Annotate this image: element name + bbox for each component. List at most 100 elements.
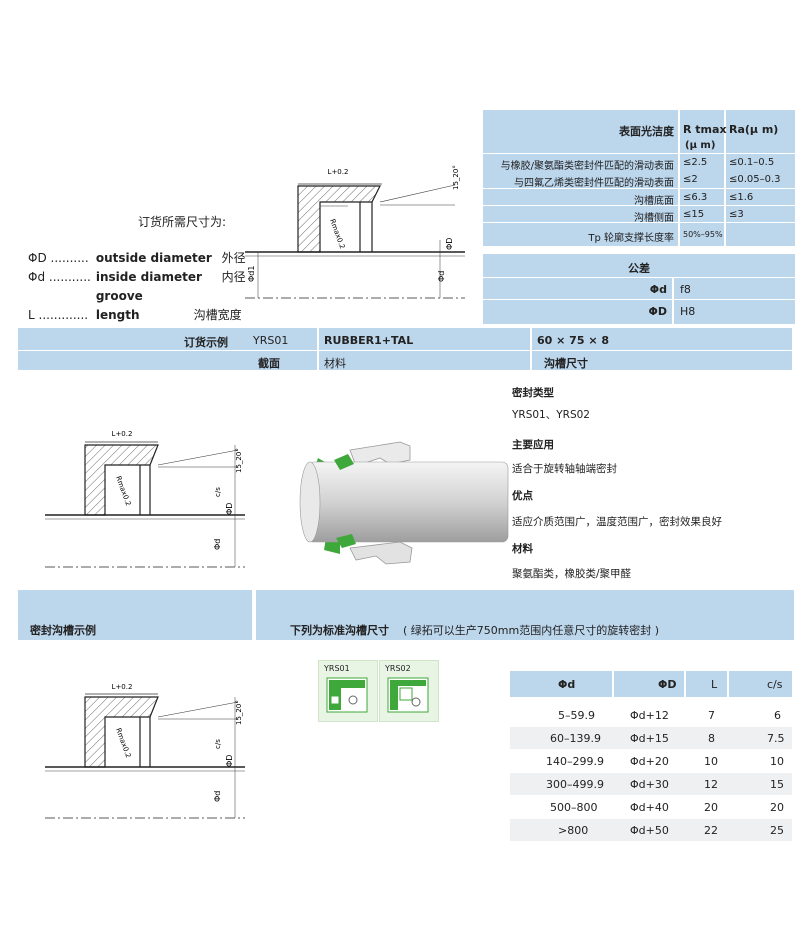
- order-title: 订货所需尺寸为:: [138, 215, 227, 229]
- dim-angle-label: 15_20°: [235, 448, 243, 473]
- cell-cs: 15: [770, 778, 784, 791]
- cell-d: 140–299.9: [546, 755, 604, 768]
- order-row-inside: Φd ........... inside diameter 内径: [28, 268, 246, 287]
- groove-bar-right: [256, 590, 794, 640]
- cell-d: 300–499.9: [546, 778, 604, 791]
- dim-D-label: ΦD: [445, 238, 454, 250]
- surface-header-rt: R tmax: [683, 123, 727, 136]
- dims-header-L: L: [711, 678, 718, 691]
- cell-D: Φd+40: [630, 801, 669, 814]
- table-row: >800 Φd+50 22 25: [510, 819, 792, 841]
- dim-radius-label: Rmax0.2: [114, 727, 132, 759]
- order-list: ΦD .......... outside diameter 外径 Φd ...…: [28, 249, 246, 325]
- dim-angle-label: 15_20°: [235, 700, 243, 725]
- cell-D: Φd+15: [630, 732, 669, 745]
- cell-L: 20: [704, 801, 718, 814]
- cell-cs: 25: [770, 824, 784, 837]
- cell-D: Φd+12: [630, 709, 669, 722]
- cell-cs: 6: [774, 709, 781, 722]
- order-sym: Φd ...........: [28, 270, 91, 284]
- cell-L: 22: [704, 824, 718, 837]
- table-row: 5–59.9 Φd+12 7 6: [510, 704, 792, 726]
- table-row: 140–299.9 Φd+20 10 10: [510, 750, 792, 772]
- order-row-groove: L ............. groove length 沟槽宽度: [28, 287, 246, 325]
- advantage-title: 优点: [512, 490, 533, 502]
- tolerance-title: 公差: [628, 262, 650, 275]
- cell-cs: 20: [770, 801, 784, 814]
- example-label: 订货示例: [184, 336, 228, 349]
- dim-d-label: Φd: [437, 271, 446, 282]
- groove-bar-left: [18, 590, 252, 640]
- example-code: YRS01: [253, 334, 289, 347]
- dims-table-header: Φd ΦD L c/s: [510, 671, 792, 697]
- dim-radius-label: Rmax0.2: [114, 475, 132, 507]
- order-cn: 沟槽宽度: [193, 308, 242, 322]
- cell-L: 10: [704, 755, 718, 768]
- tolerance-sym: Φd: [649, 283, 667, 296]
- tolerance-sym: ΦD: [648, 305, 667, 318]
- order-en: outside diameter: [95, 251, 212, 265]
- cell-d: 60–139.9: [550, 732, 601, 745]
- example-sub-section: 截面: [258, 357, 280, 370]
- order-en: groove length: [95, 289, 143, 322]
- seal-type-thumbnail-yrs02: YRS02: [379, 660, 439, 722]
- example-material: RUBBER1+TAL: [324, 334, 414, 347]
- application-value: 适合于旋转轴轴端密封: [512, 463, 617, 475]
- cell-d: 5–59.9: [558, 709, 595, 722]
- cell-D: Φd+50: [630, 824, 669, 837]
- surface-row-label: 与橡胶/聚氨酯类密封件匹配的滑动表面: [500, 161, 674, 172]
- surface-header-ra: Ra(μ m): [729, 123, 779, 136]
- surface-row-rt: 50%–95%: [683, 230, 723, 239]
- tolerance-val: H8: [680, 305, 696, 318]
- example-sub-size: 沟槽尺寸: [544, 357, 588, 370]
- order-en: inside diameter: [95, 270, 202, 284]
- cell-L: 8: [708, 732, 715, 745]
- yrs02-profile-icon: [387, 677, 429, 713]
- dim-d-label: Φd: [213, 791, 222, 802]
- advantage-value: 适应介质范围广，温度范围广，密封效果良好: [512, 516, 722, 528]
- dims-header-cs: c/s: [767, 678, 783, 691]
- groove-drawing-bottom: L+0.2 15_20° Rmax0.2 c/s ΦD Φd: [45, 683, 245, 819]
- dim-d-label: Φd: [213, 539, 222, 550]
- dim-angle-label: 15_20°: [452, 165, 460, 190]
- application-title: 主要应用: [512, 439, 554, 451]
- order-sym: L .............: [28, 308, 89, 322]
- surface-table: [483, 110, 795, 246]
- material-title: 材料: [512, 543, 533, 555]
- table-row: 300–499.9 Φd+30 12 15: [510, 773, 792, 795]
- seal-type-thumbnail-yrs01: YRS01: [318, 660, 378, 722]
- surface-row-ra: ≤0.1–0.5: [729, 157, 775, 168]
- table-row: 500–800 Φd+40 20 20: [510, 796, 792, 818]
- surface-row-label: 与四氟乙烯类密封件匹配的滑动表面: [514, 178, 674, 189]
- surface-row-rt: ≤2: [683, 174, 698, 185]
- dim-D-label: ΦD: [225, 503, 234, 515]
- order-sym: ΦD ..........: [28, 251, 89, 265]
- cell-d: 500–800: [550, 801, 598, 814]
- tolerance-table: [483, 254, 795, 324]
- surface-header-unit: (μ m): [685, 140, 716, 151]
- dims-header-D: ΦD: [658, 678, 677, 691]
- dims-header-d: Φd: [558, 678, 576, 691]
- surface-row-ra: ≤3: [729, 209, 744, 220]
- cell-D: Φd+30: [630, 778, 669, 791]
- groove-drawing-top: L+0.2 15_20° Rmax0.2 ΦD Φd Φd1: [245, 165, 465, 299]
- groove-drawing-middle: L+0.2 15_20° Rmax0.2 c/s ΦD Φd: [45, 430, 245, 568]
- dim-cs-label: c/s: [214, 487, 222, 497]
- groove-left-title: 密封沟槽示例: [30, 624, 96, 637]
- cell-cs: 10: [770, 755, 784, 768]
- groove-right-note: ( 绿拓可以生产750mm范围内任意尺寸的旋转密封 ): [403, 624, 660, 637]
- surface-header-label: 表面光洁度: [619, 125, 674, 138]
- dim-L-label: L+0.2: [328, 168, 349, 176]
- order-cn: 内径: [221, 270, 246, 284]
- groove-right-title: 下列为标准沟槽尺寸: [290, 624, 389, 637]
- cell-D: Φd+20: [630, 755, 669, 768]
- order-row-outside: ΦD .......... outside diameter 外径: [28, 249, 246, 268]
- surface-row-rt: ≤15: [683, 209, 705, 220]
- example-sub-material: 材料: [324, 357, 346, 370]
- cell-cs: 7.5: [767, 732, 785, 745]
- example-bar: [18, 328, 792, 370]
- dim-radius-label: Rmax0.2: [328, 218, 346, 250]
- seal-type-title: 密封类型: [512, 387, 554, 399]
- seal-type-value: YRS01、YRS02: [512, 409, 590, 421]
- cell-L: 12: [704, 778, 718, 791]
